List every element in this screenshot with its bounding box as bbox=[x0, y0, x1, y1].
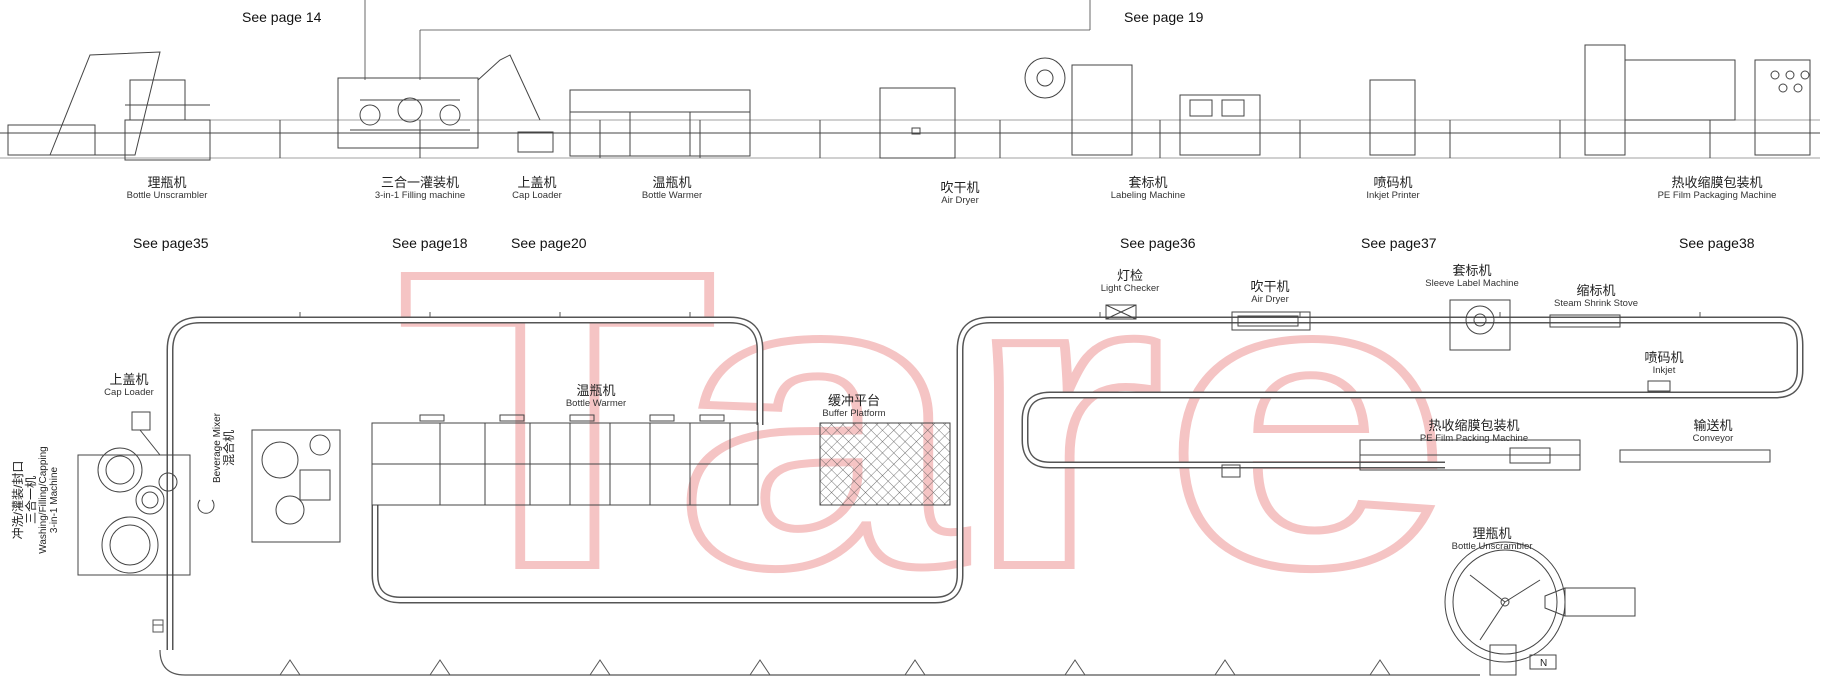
label-en: 3-in-1 Filling machine bbox=[374, 189, 466, 201]
label-en: PE Film Packing Machine bbox=[1419, 432, 1529, 444]
see-page-35[interactable]: See page35 bbox=[133, 235, 209, 251]
plan-label-washing: 冲洗/灌装/封口 三合一机 Washing/Filling/Capping 3-… bbox=[11, 430, 61, 570]
label-zh: 吹干机 bbox=[940, 180, 980, 195]
label-en: Bottle Unscrambler bbox=[1451, 540, 1533, 552]
north-mark: N bbox=[1540, 658, 1548, 669]
right-machines bbox=[1105, 299, 1771, 478]
plan-conveyor bbox=[152, 312, 1804, 676]
label-en: Bottle Unscrambler bbox=[126, 189, 208, 201]
label-en: Buffer Platform bbox=[822, 407, 886, 419]
label-en: Cap Loader bbox=[512, 189, 562, 201]
label-en: Inkjet Printer bbox=[1366, 189, 1420, 201]
see-page-37[interactable]: See page37 bbox=[1361, 235, 1437, 251]
label-zh: 套标机 bbox=[1128, 175, 1168, 190]
warmer-plan bbox=[371, 414, 759, 506]
label-zh: 喷码机 bbox=[1373, 175, 1413, 190]
see-page-38[interactable]: See page38 bbox=[1679, 235, 1755, 251]
see-page-36[interactable]: See page36 bbox=[1120, 235, 1196, 251]
label-zh: 灯检 bbox=[1116, 268, 1143, 283]
label-en: Bottle Warmer bbox=[641, 189, 703, 201]
label-zh: 输送机 bbox=[1693, 418, 1733, 433]
label-zh: 缓冲平台 bbox=[827, 393, 880, 408]
label-zh: 上盖机 bbox=[517, 175, 557, 190]
label-en: Light Checker bbox=[1100, 282, 1160, 294]
label-en: Cap Loader bbox=[104, 386, 154, 398]
label-en-2: 3-in-1 Machine bbox=[49, 466, 61, 534]
label-en: Conveyor bbox=[1692, 432, 1734, 444]
watermark-text: Tare bbox=[400, 186, 1450, 655]
see-page-19[interactable]: See page 19 bbox=[1124, 9, 1204, 25]
mixer-plan bbox=[197, 429, 341, 543]
label-en: Bottle Warmer bbox=[565, 397, 627, 409]
label-en: Sleeve Label Machine bbox=[1425, 277, 1519, 289]
label-zh: 上盖机 bbox=[109, 372, 149, 387]
buffer-platform-mesh bbox=[819, 422, 951, 506]
washing-filling-plan bbox=[77, 411, 191, 576]
label-zh: 温瓶机 bbox=[576, 383, 616, 398]
label-zh: 缩标机 bbox=[1576, 283, 1616, 298]
see-page-18[interactable]: See page18 bbox=[392, 235, 468, 251]
label-en-1: Washing/Filling/Capping bbox=[38, 446, 50, 554]
label-zh: 温瓶机 bbox=[652, 175, 692, 190]
label-en: PE Film Packaging Machine bbox=[1657, 189, 1777, 201]
top-elevation bbox=[0, 0, 1820, 161]
label-en: Air Dryer bbox=[1251, 293, 1289, 305]
plan-label-mixer: Beverage Mixer 混合机 bbox=[212, 408, 236, 488]
label-zh: 喷码机 bbox=[1644, 350, 1684, 365]
label-zh-2: 三合一机 bbox=[24, 476, 39, 525]
label-en: Air Dryer bbox=[941, 194, 979, 206]
label-zh: 套标机 bbox=[1452, 263, 1492, 278]
see-page-14[interactable]: See page 14 bbox=[242, 9, 322, 25]
label-zh: 混合机 bbox=[222, 430, 236, 467]
label-en: Inkjet bbox=[1652, 364, 1676, 376]
label-zh: 吹干机 bbox=[1250, 279, 1290, 294]
label-zh: 热收缩膜包装机 bbox=[1671, 175, 1763, 190]
unscrambler-plan bbox=[1444, 541, 1636, 676]
see-page-20[interactable]: See page20 bbox=[511, 235, 587, 251]
label-en: Labeling Machine bbox=[1110, 189, 1186, 201]
label-zh: 热收缩膜包装机 bbox=[1428, 418, 1520, 433]
label-zh: 理瓶机 bbox=[147, 175, 187, 190]
label-zh: 三合一灌装机 bbox=[380, 175, 460, 190]
label-zh: 理瓶机 bbox=[1472, 526, 1512, 541]
label-en: Steam Shrink Stove bbox=[1554, 297, 1638, 309]
